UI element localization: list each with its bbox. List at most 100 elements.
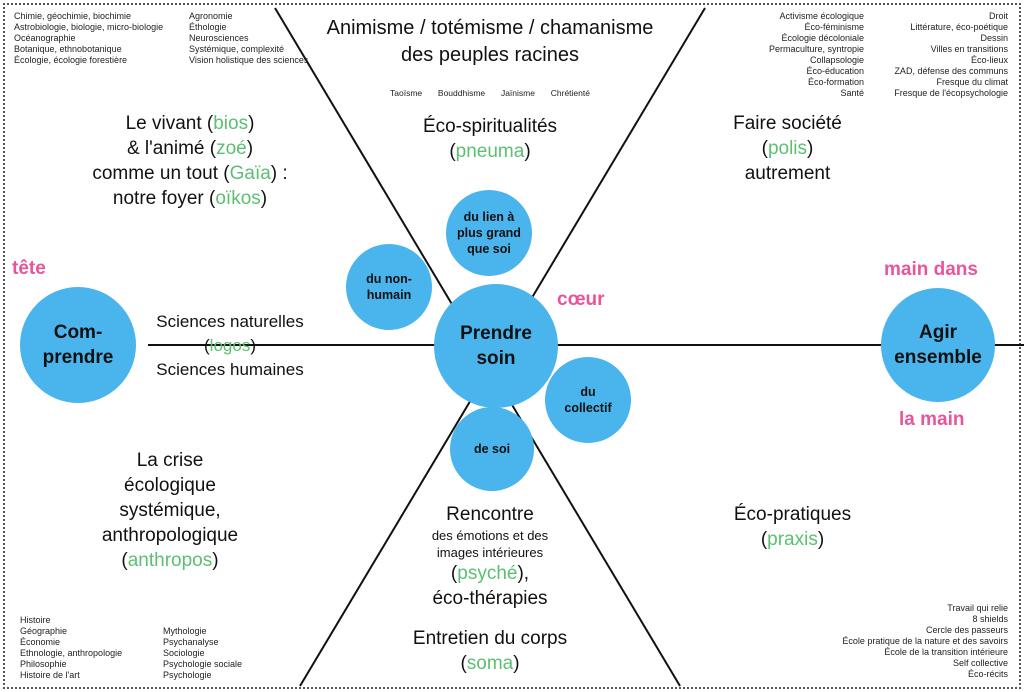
list-item: Travail qui relie <box>947 603 1008 613</box>
list-item: Botanique, ethnobotanique <box>14 44 122 54</box>
main-dans-label: main dans <box>884 259 978 280</box>
list-item: ZAD, défense des communs <box>894 66 1008 76</box>
list-item: Collapsologie <box>809 55 864 65</box>
list-item: Chimie, géochimie, biochimie <box>14 11 132 21</box>
vivant-line-4: notre foyer (oïkos) <box>112 188 268 209</box>
circle-comprendre: Com-prendre <box>20 287 136 403</box>
coeur-label: cœur <box>557 289 605 310</box>
action-list-2: Droit Littérature, éco-poétique Dessin V… <box>894 11 1008 99</box>
list-item: Permaculture, syntropie <box>768 44 864 54</box>
list-item: Psychanalyse <box>163 637 219 647</box>
greek-term: soma <box>466 653 514 674</box>
crise-line-1: La crise <box>136 450 204 471</box>
sciences-humaines-label: Sciences humaines <box>156 360 304 379</box>
greek-term: praxis <box>767 529 818 550</box>
tradition-label: Jaïnisme <box>500 88 535 98</box>
circle-label: du non-humain <box>366 272 412 302</box>
pneuma-line: (pneuma) <box>449 141 531 162</box>
list-item: Histoire <box>20 615 51 625</box>
psyche-line: (psyché), <box>450 563 530 584</box>
vivant-line-2: & l'animé (zoé) <box>126 138 254 159</box>
circle-soi: de soi <box>450 407 534 491</box>
eco-spiritualites-label: Éco-spiritualités <box>422 116 558 137</box>
sciences-list-2: Agronomie Éthologie Neurosciences Systém… <box>189 11 308 66</box>
logos-line: (logos) <box>204 336 256 355</box>
eco-spiritualites-block: Éco-spiritualités (pneuma) <box>390 114 590 164</box>
list-item: Agronomie <box>189 11 233 21</box>
rencontre-sub-2: images intérieures <box>436 545 544 560</box>
faire-societe-block: Faire société (polis) autrement <box>700 111 875 186</box>
circle-non-humain: du non-humain <box>346 244 432 330</box>
circle-label: Agir ensemble <box>894 322 982 368</box>
list-item: Ethnologie, anthropologie <box>20 648 123 658</box>
tradition-label: Taoïsme <box>390 88 423 98</box>
vivant-block: Le vivant (bios) & l'animé (zoé) comme u… <box>60 111 320 211</box>
practices-list: Travail qui relie 8 shields Cercle des p… <box>842 603 1008 680</box>
circle-label: du lien à plus grand que soi <box>457 210 521 256</box>
list-item: Littérature, éco-poétique <box>910 22 1008 32</box>
greek-term: polis <box>767 138 808 159</box>
list-item: Éco-lieux <box>970 55 1008 65</box>
list-item: Philosophie <box>20 659 67 669</box>
anthropos-line: (anthropos) <box>121 550 219 571</box>
tradition-label: Bouddhisme <box>437 88 486 98</box>
sciences-list-1: Chimie, géochimie, biochimie Astrobiolog… <box>14 11 163 66</box>
circle-agir-ensemble: Agir ensemble <box>881 288 995 402</box>
list-item: Écologie décoloniale <box>781 33 864 43</box>
tradition-label: Chrétienté <box>550 88 590 98</box>
faire-societe-label: Faire société <box>733 113 842 134</box>
list-item: Vision holistique des sciences <box>189 55 309 65</box>
top-title-line-2: des peuples racines <box>401 44 579 66</box>
crise-line-3: systémique, <box>119 500 221 521</box>
greek-term: logos <box>209 336 251 355</box>
greek-term: oïkos <box>215 188 261 209</box>
eco-pratiques-block: Éco-pratiques (praxis) <box>700 502 885 552</box>
greek-term: Gaïa <box>229 163 271 184</box>
list-item: Sociologie <box>163 648 205 658</box>
eco-pratiques-label: Éco-pratiques <box>733 504 852 525</box>
list-item: Histoire de l'art <box>20 670 80 680</box>
polis-line: (polis) <box>761 138 814 159</box>
crise-line-2: écologique <box>124 475 216 496</box>
list-item: École de la transition intérieure <box>884 647 1008 657</box>
greek-term: anthropos <box>127 550 213 571</box>
list-item: Éco-féminisme <box>804 22 864 32</box>
list-item: Géographie <box>20 626 68 636</box>
list-item: Astrobiologie, biologie, micro-biologie <box>14 22 164 32</box>
list-item: Océanographie <box>14 33 76 43</box>
list-item: Neurosciences <box>189 33 249 43</box>
greek-term: bios <box>213 113 249 134</box>
sciences-naturelles-label: Sciences naturelles <box>156 312 304 331</box>
autrement-label: autrement <box>744 163 831 184</box>
praxis-line: (praxis) <box>760 529 825 550</box>
list-item: Mythologie <box>163 626 207 636</box>
circle-label: Prendre soin <box>460 323 532 369</box>
top-title: Animisme / totémisme / chamanisme des pe… <box>300 15 680 69</box>
entretien-corps-label: Entretien du corps <box>412 628 568 649</box>
crise-block: La crise écologique systémique, anthropo… <box>95 448 245 573</box>
rencontre-block: Rencontre des émotions et des images int… <box>385 502 595 611</box>
list-item: Écologie, écologie forestière <box>14 55 128 65</box>
tete-label: tête <box>12 258 46 279</box>
greek-term: pneuma <box>455 141 525 162</box>
list-item: Activisme écologique <box>779 11 864 21</box>
list-item: Villes en transitions <box>930 44 1008 54</box>
list-item: Fresque du climat <box>936 77 1008 87</box>
action-list-1: Activisme écologique Éco-féminisme Écolo… <box>769 11 864 99</box>
list-item: Psychologie <box>163 670 212 680</box>
list-item: Économie <box>20 637 61 647</box>
list-item: École pratique de la nature et des savoi… <box>842 636 1008 646</box>
circle-collectif: du collectif <box>545 357 631 443</box>
sciences-block: Sciences naturelles (logos) Sciences hum… <box>150 310 310 382</box>
list-item: Éco-formation <box>807 77 864 87</box>
vivant-line-1: Le vivant (bios) <box>125 113 255 134</box>
greek-term: zoé <box>216 138 247 159</box>
greek-term: psyché <box>457 563 518 584</box>
vivant-line-3: comme un tout (Gaïa) : <box>92 163 288 184</box>
la-main-label: la main <box>899 409 965 430</box>
humanities-list-1: Histoire Géographie Économie Ethnologie,… <box>20 615 122 681</box>
circle-label: de soi <box>473 442 511 456</box>
rencontre-sub-1: des émotions et des <box>431 528 549 543</box>
list-item: Éco-récits <box>967 669 1008 679</box>
list-item: Santé <box>840 88 864 98</box>
